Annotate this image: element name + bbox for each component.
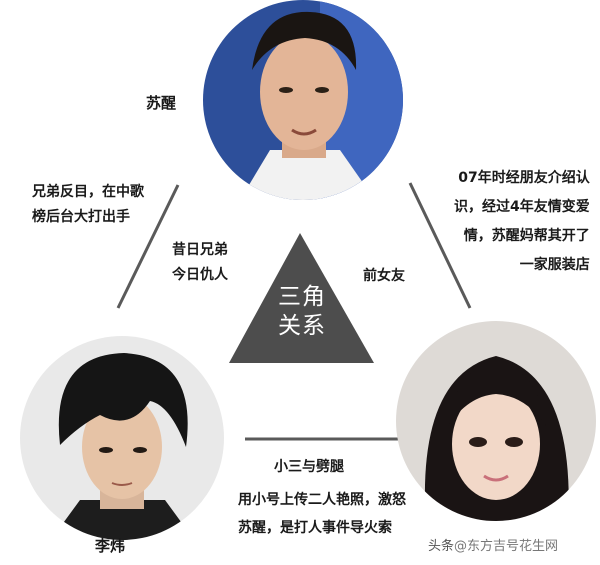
left-edge-label-line: 今日仇人 [172, 267, 228, 283]
center-title-line2: 关系 [278, 313, 326, 339]
top-person-portrait [203, 0, 403, 200]
left-person-name: 李炜 [95, 537, 126, 555]
watermark-prefix: 头条 [428, 539, 455, 554]
right-edge-note-line: 07年时经朋友介绍认 [458, 170, 590, 186]
left-person-portrait [20, 336, 224, 540]
left-edge-label: 昔日兄弟 今日仇人 [172, 238, 228, 288]
center-title-line1: 三角 [278, 284, 326, 310]
bottom-edge-note-line: 苏醒，是打人事件导火索 [238, 520, 392, 536]
top-person-name: 苏醒 [146, 94, 177, 112]
right-edge-note: 07年时经朋友介绍认 识，经过4年友情变爱 情，苏醒妈帮其开了 一家服装店 [454, 164, 590, 280]
bottom-edge-note-line: 用小号上传二人艳照，激怒 [238, 492, 406, 508]
left-connector [116, 184, 180, 309]
left-edge-label-line: 昔日兄弟 [172, 242, 228, 258]
right-edge-note-line: 一家服装店 [519, 257, 590, 273]
watermark-suffix: @东方吉号花生网 [454, 539, 559, 554]
bottom-edge-note: 用小号上传二人艳照，激怒 苏醒，是打人事件导火索 [238, 486, 406, 542]
watermark: 头条@东方吉号花生网 [428, 535, 558, 554]
center-triangle [229, 233, 374, 363]
right-person-portrait [396, 321, 596, 521]
right-connector [408, 182, 472, 309]
right-edge-label: 前女友 [363, 268, 405, 284]
left-edge-note-line: 兄弟反目，在中歌 [32, 184, 144, 200]
right-edge-note-line: 情，苏醒妈帮其开了 [463, 228, 590, 244]
left-edge-note: 兄弟反目，在中歌 榜后台大打出手 [32, 180, 144, 230]
center-title: 三角 关系 [257, 283, 347, 341]
left-edge-note-line: 榜后台大打出手 [32, 209, 130, 225]
right-edge-note-line: 识，经过4年友情变爱 [454, 199, 590, 215]
bottom-edge-label: 小三与劈腿 [274, 459, 344, 475]
